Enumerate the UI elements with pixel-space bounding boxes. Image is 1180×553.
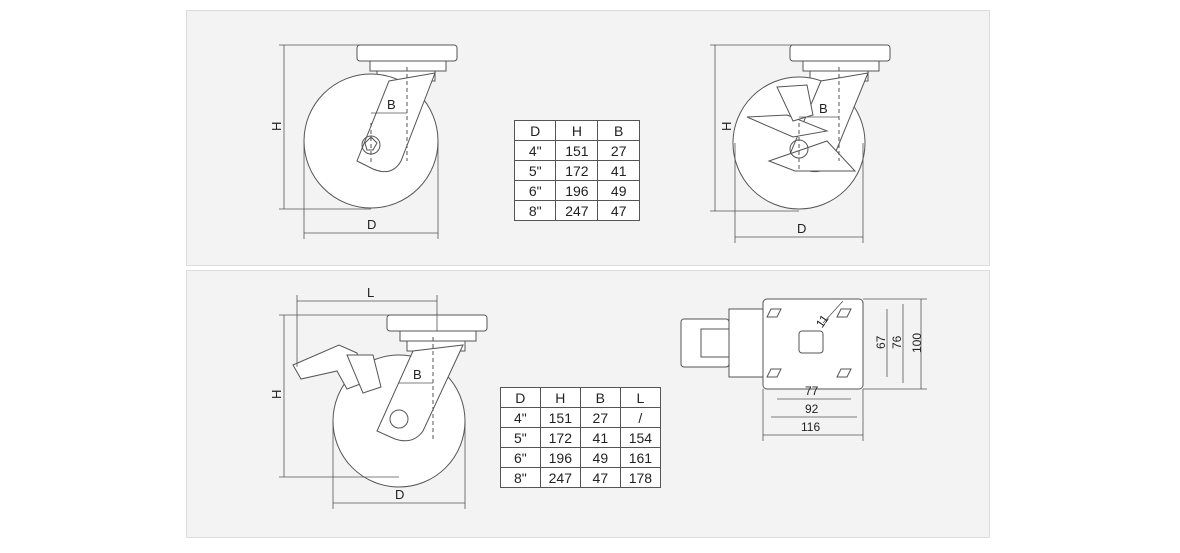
header-b: B <box>579 387 621 408</box>
table-cell: 178 <box>619 467 662 488</box>
header-d: D <box>500 387 541 408</box>
caster-side-views-drawing: H B D H B D <box>269 44 891 243</box>
table-cell: 5" <box>500 427 541 448</box>
table-cell: 4" <box>513 140 557 161</box>
table-row: 8" 247 47 <box>513 200 640 221</box>
table-cell: 172 <box>539 427 581 448</box>
dim-116-label: 116 <box>801 420 820 434</box>
dim-77-label: 77 <box>805 384 819 398</box>
table-cell: 8" <box>513 200 557 221</box>
table-cell: 172 <box>555 160 599 181</box>
table-cell: 41 <box>579 427 621 448</box>
header-h: H <box>539 387 581 408</box>
bottom-diameter-label: D <box>395 487 404 502</box>
table-cell: 6" <box>500 447 541 468</box>
left-offset-label: B <box>387 97 396 112</box>
table-cell: 247 <box>555 200 599 221</box>
header-h: H <box>555 120 599 141</box>
table-cell: 6" <box>513 180 557 201</box>
table-cell: 27 <box>597 140 640 161</box>
top-spec-table: D H B 4" 151 27 5" 172 41 6" 196 49 8" <box>513 120 640 221</box>
bottom-offset-label: B <box>413 367 422 382</box>
left-height-label: H <box>269 122 284 131</box>
table-cell: 151 <box>555 140 599 161</box>
brake-caster-and-plate-drawing: L H B D <box>269 285 927 509</box>
dim-67-label: 67 <box>874 335 888 349</box>
mounting-plate-top-view <box>680 298 927 441</box>
table-row: 4" 151 27 / <box>500 407 662 428</box>
table-header-row: D H B <box>513 120 640 141</box>
right-offset-label: B <box>819 101 828 116</box>
table-cell: 41 <box>597 160 640 181</box>
table-cell: 154 <box>619 427 662 448</box>
table-cell: 47 <box>579 467 621 488</box>
table-cell: 49 <box>579 447 621 468</box>
table-cell: / <box>619 407 662 428</box>
table-cell: 161 <box>619 447 662 468</box>
dim-100-label: 100 <box>910 333 924 353</box>
lever-brake-caster-drawing <box>279 295 488 509</box>
table-cell: 5" <box>513 160 557 181</box>
bottom-length-label: L <box>367 285 374 300</box>
table-row: 5" 172 41 <box>513 160 640 181</box>
table-cell: 196 <box>555 180 599 201</box>
bottom-drawing-panel: L H B D <box>186 270 990 538</box>
table-header-row: D H B L <box>500 387 662 408</box>
table-cell: 49 <box>597 180 640 201</box>
table-cell: 247 <box>539 467 581 488</box>
table-row: 6" 196 49 161 <box>500 447 662 468</box>
header-d: D <box>513 120 557 141</box>
swivel-caster-drawing <box>279 44 458 239</box>
table-row: 6" 196 49 <box>513 180 640 201</box>
top-drawing-panel: H B D H B D <box>186 10 990 266</box>
table-row: 4" 151 27 <box>513 140 640 161</box>
table-cell: 8" <box>500 467 541 488</box>
table-cell: 4" <box>500 407 541 428</box>
right-height-label: H <box>719 122 734 131</box>
header-l: L <box>619 387 662 408</box>
table-row: 8" 247 47 178 <box>500 467 662 488</box>
table-cell: 196 <box>539 447 581 468</box>
table-cell: 47 <box>597 200 640 221</box>
header-b: B <box>597 120 640 141</box>
table-row: 5" 172 41 154 <box>500 427 662 448</box>
bottom-spec-table: D H B L 4" 151 27 / 5" 172 41 154 6" 196 <box>500 387 662 488</box>
dim-76-label: 76 <box>890 335 904 349</box>
dim-92-label: 92 <box>805 402 819 416</box>
table-cell: 151 <box>539 407 581 428</box>
brake-caster-drawing <box>710 44 891 243</box>
table-cell: 27 <box>579 407 621 428</box>
right-diameter-label: D <box>797 221 806 236</box>
bottom-height-label: H <box>269 390 284 399</box>
left-diameter-label: D <box>367 217 376 232</box>
